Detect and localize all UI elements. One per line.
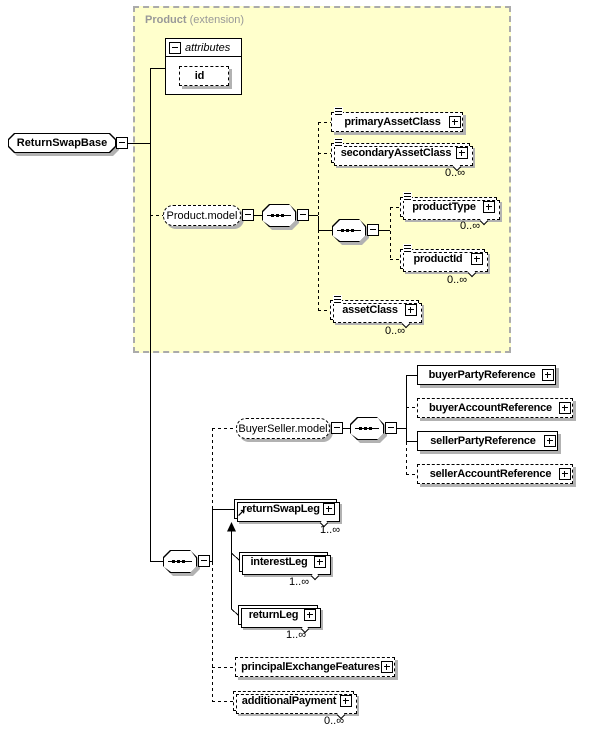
element-primary-asset-class[interactable]: primaryAssetClass — [331, 107, 463, 132]
substitution-head-icon: ↗ — [237, 508, 246, 519]
expand-icon[interactable] — [471, 253, 483, 265]
element-label: principalExchangeFeatures — [241, 661, 380, 673]
collapse-icon[interactable] — [242, 209, 254, 221]
element-additional-payment[interactable]: additionalPayment — [233, 691, 357, 720]
extension-title-text: Product — [145, 14, 187, 26]
sequence-icon — [262, 204, 299, 230]
collapse-icon[interactable] — [198, 555, 210, 567]
sequence-icon — [163, 550, 200, 576]
complex-content-icon — [334, 107, 343, 116]
collapse-icon[interactable] — [116, 137, 128, 149]
occurrence-label: 1..∞ — [289, 576, 310, 588]
element-principal-exchange-features[interactable]: principalExchangeFeatures — [235, 657, 395, 677]
expand-icon[interactable] — [381, 661, 393, 673]
attributes-label: attributes — [185, 41, 231, 54]
collapse-icon[interactable] — [331, 422, 343, 434]
root-element-return-swap-base[interactable]: ReturnSwapBase — [8, 133, 116, 153]
occurrence-label: 0..∞ — [445, 167, 466, 179]
expand-icon[interactable] — [559, 468, 571, 480]
element-label: productId — [413, 253, 463, 265]
complex-content-icon — [403, 244, 412, 253]
occurrence-label: 0..∞ — [447, 274, 468, 286]
extension-subtitle-text: (extension) — [189, 14, 245, 26]
element-label: returnSwapLeg — [242, 503, 320, 515]
expand-icon[interactable] — [456, 147, 468, 159]
element-label: buyerPartyReference — [428, 369, 536, 381]
expand-icon[interactable] — [323, 503, 335, 515]
element-product-type[interactable]: productType — [400, 192, 500, 226]
occurrence-label: 0..∞ — [324, 715, 345, 727]
extension-block-title: Product (extension) — [145, 14, 244, 26]
expand-icon[interactable] — [340, 695, 352, 707]
element-label: primaryAssetClass — [344, 116, 441, 128]
model-group-buyer-seller-model[interactable]: BuyerSeller.model — [236, 418, 330, 439]
complex-content-icon — [333, 295, 342, 304]
element-label: assetClass — [342, 304, 398, 316]
collapse-icon[interactable] — [385, 422, 397, 434]
sequence-icon — [332, 219, 369, 245]
element-return-swap-leg[interactable]: ↗ returnSwapLeg — [234, 499, 340, 528]
collapse-icon[interactable] — [169, 41, 181, 54]
expand-icon[interactable] — [314, 556, 326, 568]
attribute-id[interactable]: id — [179, 66, 229, 86]
occurrence-label: 1..∞ — [320, 524, 341, 536]
expand-icon[interactable] — [304, 609, 316, 621]
occurrence-label: 0..∞ — [460, 220, 481, 232]
element-product-id[interactable]: productId — [400, 244, 488, 278]
complex-content-icon — [334, 138, 343, 147]
attributes-group: attributes id — [165, 38, 242, 95]
element-interest-leg[interactable]: interestLeg — [239, 552, 331, 581]
element-label: secondaryAssetClass — [340, 147, 452, 159]
element-seller-account-reference[interactable]: sellerAccountReference — [417, 464, 573, 484]
complex-content-icon — [403, 192, 412, 201]
element-label: interestLeg — [250, 556, 308, 568]
element-asset-class[interactable]: assetClass — [330, 295, 422, 329]
root-element-label: ReturnSwapBase — [16, 137, 108, 149]
model-group-label: Product.model — [166, 209, 238, 222]
element-label: additionalPayment — [241, 695, 337, 707]
model-group-label: BuyerSeller.model — [238, 422, 328, 435]
substitution-arrowhead — [227, 522, 236, 532]
expand-icon[interactable] — [559, 402, 571, 414]
expand-icon[interactable] — [483, 201, 495, 213]
element-return-leg[interactable]: returnLeg — [238, 605, 321, 634]
collapse-icon[interactable] — [367, 224, 379, 236]
collapse-icon[interactable] — [297, 209, 309, 221]
element-buyer-party-reference[interactable]: buyerPartyReference — [417, 365, 556, 385]
expand-icon[interactable] — [544, 435, 556, 447]
expand-icon[interactable] — [405, 304, 417, 316]
element-buyer-account-reference[interactable]: buyerAccountReference — [417, 398, 573, 418]
element-label: productType — [412, 201, 476, 213]
occurrence-label: 1..∞ — [286, 629, 307, 641]
attribute-label: id — [194, 70, 205, 82]
attributes-header: attributes — [166, 39, 241, 57]
sequence-icon — [350, 417, 387, 443]
model-group-product-model[interactable]: Product.model — [163, 205, 241, 226]
expand-icon[interactable] — [542, 369, 554, 381]
element-secondary-asset-class[interactable]: secondaryAssetClass — [331, 138, 473, 172]
element-label: buyerAccountReference — [429, 402, 552, 414]
element-label: returnLeg — [248, 609, 299, 621]
occurrence-label: 0..∞ — [385, 325, 406, 337]
element-seller-party-reference[interactable]: sellerPartyReference — [417, 431, 558, 451]
element-label: sellerPartyReference — [430, 435, 536, 447]
element-label: sellerAccountReference — [429, 468, 552, 480]
expand-icon[interactable] — [449, 116, 461, 128]
